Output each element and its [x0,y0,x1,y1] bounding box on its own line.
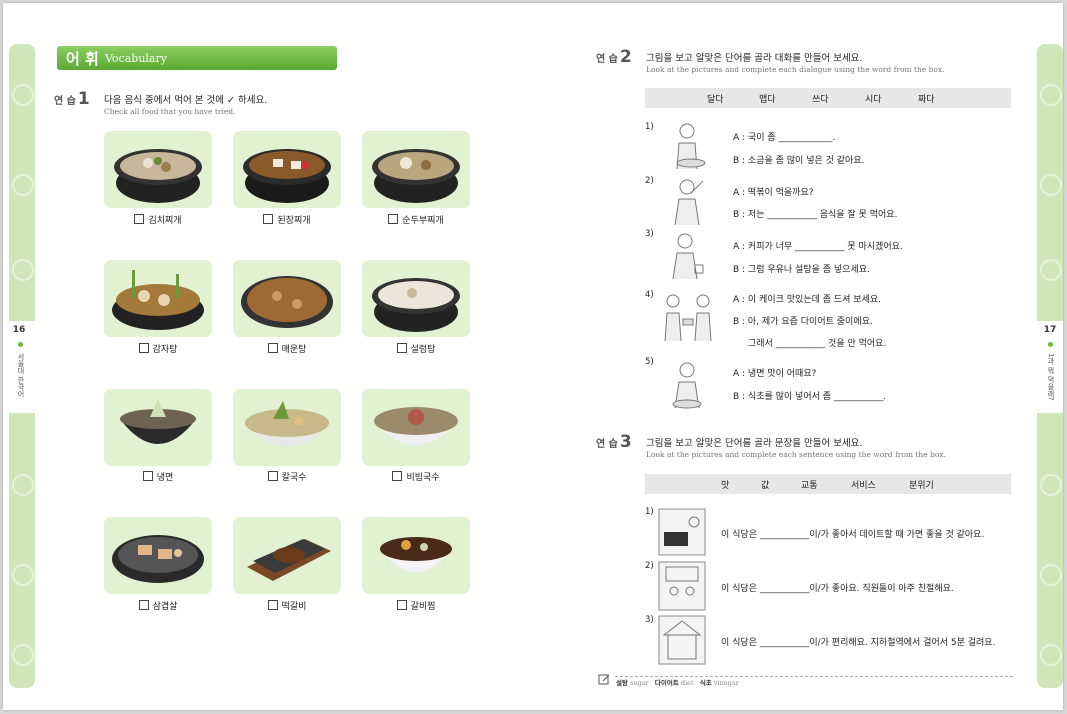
illustration-restaurant-subway [658,615,706,665]
question-number: 3) [645,615,654,625]
checkbox[interactable] [142,471,153,481]
word-5: 분위기 [909,481,934,491]
checkbox[interactable] [396,343,407,353]
sentence-line: 이 식당은 ___________이/가 좋아서 데이트할 때 가면 좋을 것 … [721,530,985,540]
vocabulary-header: 어 휘 Vocabulary [57,46,337,70]
checkbox[interactable] [267,600,278,610]
exercise1-instruction-en: Check all food that you have tried. [104,107,236,116]
food-option-9[interactable]: 비빔국수 [362,470,470,483]
question-number: 2) [645,176,654,186]
word-5: 짜다 [918,95,935,105]
food-image-sundubu-jjigae [362,131,470,208]
illustration-man-eating [674,179,704,226]
food-option-4[interactable]: 감자탕 [104,342,212,355]
page-number-right: 17 [1043,325,1057,335]
food-image-gamjatang [104,260,212,337]
exercise3-instruction-ko: 그림을 보고 알맞은 단어를 골라 문장을 만들어 보세요. [646,438,863,449]
question-number: 1) [645,507,654,517]
word-1: 달다 [707,95,724,105]
illustration-restaurant-piano [658,508,706,556]
exercise2-word-box: 달다 맵다 쓰다 시다 짜다 [645,88,1011,108]
food-image-samgyeopsal [104,517,212,594]
footnote-divider [615,676,1013,677]
food-image-bibim-guksu [362,389,470,466]
food-option-12[interactable]: 갈비찜 [362,599,470,612]
food-image-doenjang-jjigae [233,131,341,208]
checkbox[interactable] [392,471,403,481]
dialogue-line: B : 아, 제가 요즘 다이어트 중이에요. [733,317,873,327]
vocab-title-ko: 어 휘 [66,50,99,68]
vocab-title-en: Vocabulary [105,52,167,65]
word-2: 맵다 [759,95,776,105]
checkbox[interactable] [138,600,149,610]
checkbox[interactable] [396,600,407,610]
footnote-glossary: 설탕 sugar 다이어트 diet 식초 vinegar [616,679,739,687]
checkbox[interactable] [263,214,274,224]
illustration-man-noodles [672,362,702,409]
food-image-kalguksu [233,389,341,466]
sentence-line: 이 식당은 ___________이/가 좋아요. 직원들이 아주 친절해요. [721,584,954,594]
food-image-kimchi-jjigae [104,131,212,208]
textbook-spread: 16 서울대 한국어 17 1과 뭐 먹을래? 어 휘 Vocabulary 연… [3,3,1063,710]
illustration-man-soup [676,123,706,170]
dialogue-line: 그래서 ___________ 것을 안 먹어요. [748,339,887,349]
food-option-10[interactable]: 삼겹살 [104,599,212,612]
illustration-woman-coffee [672,233,704,280]
word-4: 시다 [865,95,882,105]
food-image-naengmyeon [104,389,212,466]
dialogue-line: A : 국이 좀 ____________. [733,133,836,143]
illustration-restaurant-staff [658,561,706,611]
checkbox[interactable] [267,471,278,481]
page-number-left: 16 [12,325,26,335]
food-option-3[interactable]: 순두부찌개 [362,213,470,226]
food-option-8[interactable]: 칼국수 [233,470,341,483]
exercise1-instruction-ko: 다음 음식 중에서 먹어 본 것에 ✓ 하세요. [104,95,268,106]
checkbox[interactable] [388,214,399,224]
dialogue-line: B : 소금을 좀 많이 넣은 것 같아요. [733,156,865,166]
dialogue-line: A : 커피가 너무 ___________ 못 마시겠어요. [733,242,903,252]
food-option-6[interactable]: 설렁탕 [362,342,470,355]
checkbox[interactable] [267,343,278,353]
food-option-1[interactable]: 김치찌개 [104,213,212,226]
question-number: 2) [645,561,654,571]
question-number: 5) [645,357,654,367]
exercise3-word-box: 맛 값 교통 서비스 분위기 [645,474,1011,494]
food-image-galbi-jjim [362,517,470,594]
word-2: 값 [761,481,770,491]
dialogue-line: B : 저는 ___________ 음식을 잘 못 먹어요. [733,210,898,220]
dialogue-line: A : 냉면 맛이 어때요? [733,369,817,379]
question-number: 3) [645,229,654,239]
pencil-note-icon [598,674,610,685]
food-option-7[interactable]: 냉면 [104,470,212,483]
word-1: 맛 [721,481,730,491]
word-3: 쓰다 [812,95,829,105]
word-4: 서비스 [851,481,876,491]
checkbox[interactable] [138,343,149,353]
checkbox[interactable] [134,214,145,224]
food-option-2[interactable]: 된장찌개 [233,213,341,226]
exercise3-instruction-en: Look at the pictures and complete each s… [646,450,946,459]
dialogue-line: A : 이 케이크 맛있는데 좀 드셔 보세요. [733,295,881,305]
food-option-11[interactable]: 떡갈비 [233,599,341,612]
dialogue-line: B : 식초를 많이 넣어서 좀 ___________. [733,392,887,402]
food-image-tteokgalbi [233,517,341,594]
right-side-title: 1과 뭐 먹을래? [1047,353,1055,401]
food-image-seolleongtang [362,260,470,337]
sentence-line: 이 식당은 ___________이/가 편리해요. 지하철역에서 걸어서 5분… [721,638,996,648]
word-3: 교통 [801,481,818,491]
exercise2-instruction-en: Look at the pictures and complete each d… [646,65,945,74]
food-option-5[interactable]: 매운탕 [233,342,341,355]
dialogue-line: B : 그럼 우유나 설탕을 좀 넣으세요. [733,265,870,275]
exercise2-instruction-ko: 그림을 보고 알맞은 단어를 골라 대화를 만들어 보세요. [646,53,863,64]
food-image-maeuntang [233,260,341,337]
question-number: 1) [645,122,654,132]
illustration-two-people-cake [664,294,712,342]
left-side-title: 서울대 한국어 [17,353,25,398]
question-number: 4) [645,290,654,300]
dialogue-line: A : 떡볶이 먹을까요? [733,188,814,198]
